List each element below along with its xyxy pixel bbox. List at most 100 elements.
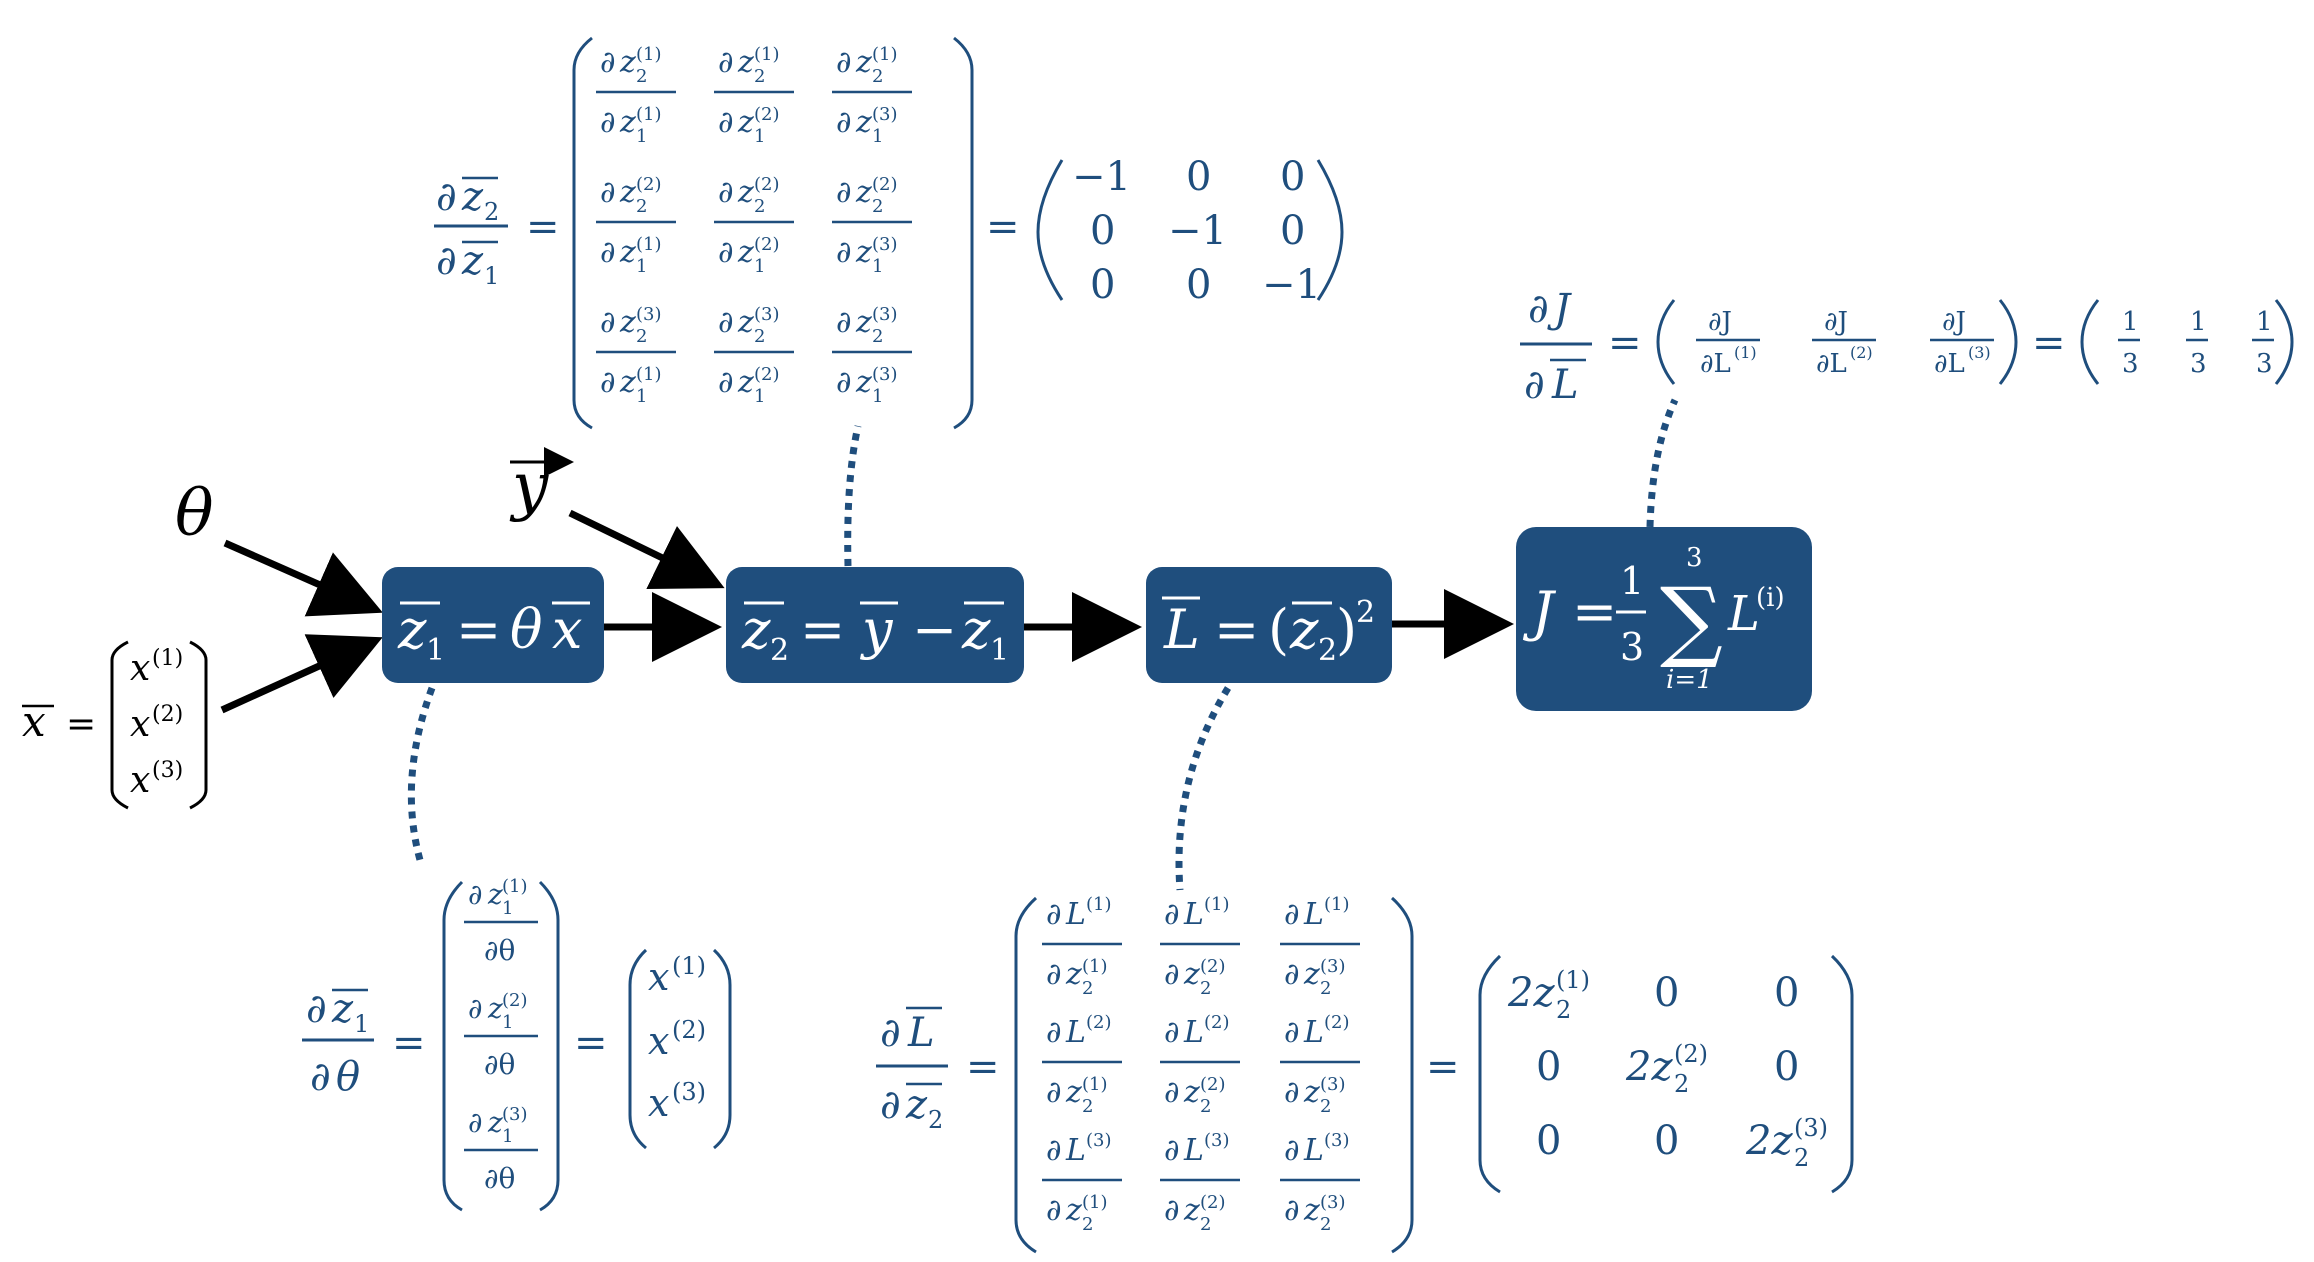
dz2dz1-entry-3-2-den-z: z — [737, 365, 754, 400]
dz2dz1-entry-3-2-num-sub: 2 — [754, 326, 765, 347]
dLdz2-entry-1-1-num-sup: (1) — [1086, 894, 1112, 915]
dLdz2-entry-2-1-den-sub: 2 — [1082, 1096, 1093, 1117]
input-x-vector: x = x (1) x (2) x (3) — [22, 640, 208, 810]
node-J-sum-bottom: i=1 — [1666, 665, 1713, 695]
dz2dz1-entry-2-2-den-z: z — [737, 235, 754, 270]
dz1dtheta-entry-1-den: ∂θ — [484, 934, 515, 967]
dLdz2-entry-3-3-num-partial: ∂ — [1284, 1133, 1300, 1168]
graph-edges — [220, 509, 1514, 714]
edge-x-to-z1 — [220, 634, 383, 714]
dz2dz1-entry-2-1-den-z: z — [619, 235, 636, 270]
dz2dz1-entry-1-1-num-z: z — [619, 45, 636, 80]
dLdz2-entry-1-3-den-sup: (3) — [1320, 956, 1346, 977]
x-bracket-right — [189, 640, 208, 810]
node-J-frac-num: 1 — [1620, 559, 1644, 603]
node-J-sum-top: 3 — [1686, 543, 1703, 573]
dLdz2-entry-3-1-num-partial: ∂ — [1046, 1133, 1062, 1168]
dLdz2-entry-3-2-den-partial: ∂ — [1164, 1193, 1180, 1228]
dz2dz1-entry-1-3-den-sub: 1 — [872, 126, 883, 147]
dLdz2-entry-3-1-den-partial: ∂ — [1046, 1193, 1062, 1228]
dz1dtheta-entry-1-num-sup: (1) — [502, 876, 528, 897]
dz2dz1-entry-1-2-den-z: z — [737, 105, 754, 140]
dJdL-result-3-num: 1 — [2256, 307, 2273, 337]
x-entry-3: x — [130, 760, 150, 801]
dLdz2-entry-2-3-num-sup: (2) — [1324, 1012, 1350, 1033]
dJdL-num-J: J — [1547, 286, 1572, 332]
dz1dtheta-entry-2-num-partial: ∂ — [468, 992, 482, 1025]
dz2dz1-eq1: = — [526, 204, 560, 250]
node-z2-lhs-sub: 2 — [770, 633, 789, 668]
dz1dtheta-num-sub: 1 — [354, 1010, 369, 1038]
dLdz2-entry-2-3-den-partial: ∂ — [1284, 1075, 1300, 1110]
node-z2-lhs: z — [741, 598, 771, 661]
dz2dz1-entry-1-3-den-sup: (3) — [872, 104, 898, 125]
dLdz2-entry-2-1-num-L: L — [1065, 1015, 1086, 1050]
dLdz2-entry-2-3-num-partial: ∂ — [1284, 1015, 1300, 1050]
dz2dz1-entry-3-1-num-sub: 2 — [636, 326, 647, 347]
dz2dz1-den-z: z — [461, 238, 484, 284]
dJdL-bracket-left — [1656, 299, 1676, 385]
dz2dz1-entry-3-3-den-sup: (3) — [872, 364, 898, 385]
dz1dtheta-eq1: = — [392, 1020, 426, 1066]
dz2dz1-entry-2-3-den-z: z — [855, 235, 872, 270]
dz1dtheta-entry-2-num-sub: 1 — [502, 1012, 513, 1033]
dz2dz1-result-bracket-right — [1316, 159, 1344, 301]
dLdz2-entry-3-3-den-partial: ∂ — [1284, 1193, 1300, 1228]
node-L-z-sub: 2 — [1318, 633, 1337, 668]
dz2dz1-entry-3-1-num-z: z — [619, 305, 636, 340]
dz1dtheta-entry-3-den: ∂θ — [484, 1162, 515, 1195]
node-z2-eq: = — [800, 598, 845, 661]
dz2dz1-entry-2-3-num-z: z — [855, 175, 872, 210]
dz2dz1-entry-1-1-num-partial: ∂ — [600, 45, 616, 80]
dLdz2-result-1-1-sub: 2 — [1556, 996, 1571, 1024]
dLdz2-entry-3-1-den-z: z — [1065, 1193, 1082, 1228]
dLdz2-entry-2-3-den-sub: 2 — [1320, 1096, 1331, 1117]
dz1dtheta-entry-3-num-z: z — [487, 1106, 503, 1139]
dz2dz1-entry-1-2-den-partial: ∂ — [718, 105, 734, 140]
x-entry-2: x — [130, 704, 150, 745]
dLdz2-entry-3-3-den-sub: 2 — [1320, 1214, 1331, 1235]
x-label: x — [22, 697, 46, 746]
x-entry-3-sup: (3) — [152, 758, 183, 783]
dLdz2-num-L: L — [907, 1010, 935, 1056]
dJdL-entry-2-den: ∂L — [1816, 349, 1847, 379]
dz2dz1-entry-1-2-den-sub: 1 — [754, 126, 765, 147]
dLdz2-result-1-1-sup: (1) — [1556, 966, 1590, 994]
dz2dz1-entry-2-3-den-sup: (3) — [872, 234, 898, 255]
dLdz2-entry-1-2-num-partial: ∂ — [1164, 897, 1180, 932]
dLdz2-entry-1-3-num-partial: ∂ — [1284, 897, 1300, 932]
dz2dz1-entry-3-2-num-z: z — [737, 305, 754, 340]
dLdz2-entry-1-1-num-partial: ∂ — [1046, 897, 1062, 932]
dJdL-result-3-den: 3 — [2256, 349, 2273, 379]
dJdL-result-bracket-right — [2274, 299, 2294, 385]
dz1dtheta-result-bracket-left — [628, 948, 648, 1150]
dLdz2-entry-3-2-den-z: z — [1183, 1193, 1200, 1228]
node-L-eq: = — [1214, 598, 1259, 661]
dz2dz1-entry-3-1-num-sup: (3) — [636, 304, 662, 325]
connector-dz1dtheta — [407, 686, 436, 861]
dz1dtheta-bracket-left — [442, 880, 464, 1212]
dz1dtheta-entry-2-num-z: z — [487, 992, 503, 1025]
dz2dz1-entry-1-2-num-sup: (1) — [754, 44, 780, 65]
dJdL-entry-1-num: ∂J — [1708, 307, 1732, 337]
node-z2-minus: − — [912, 598, 957, 661]
dz2dz1-entry-1-2-num-z: z — [737, 45, 754, 80]
dJdL-den-L: L — [1551, 362, 1579, 408]
dz2dz1-entry-2-1-num-sup: (2) — [636, 174, 662, 195]
node-J-sum: ∑ — [1660, 568, 1723, 671]
dLdz2-result-1-3: 0 — [1774, 970, 1799, 1016]
dLdz2-result-2-2: 2z — [1625, 1044, 1673, 1090]
dJdL-entry-2-den-sup: (2) — [1850, 343, 1873, 362]
dLdz2-entry-1-3-num-sup: (1) — [1324, 894, 1350, 915]
dLdz2-entry-3-2-num-L: L — [1183, 1133, 1204, 1168]
dLdz2-bracket-left — [1014, 896, 1038, 1254]
node-z1-lhs: z — [397, 598, 427, 661]
dLdz2-entry-2-2-den-sup: (2) — [1200, 1074, 1226, 1095]
dz2dz1-entry-1-2-num-sub: 2 — [754, 66, 765, 87]
connector-dJdL — [1646, 398, 1679, 528]
dz1dtheta-result-1: x — [648, 955, 669, 999]
dLdz2-entry-3-2-den-sub: 2 — [1200, 1214, 1211, 1235]
